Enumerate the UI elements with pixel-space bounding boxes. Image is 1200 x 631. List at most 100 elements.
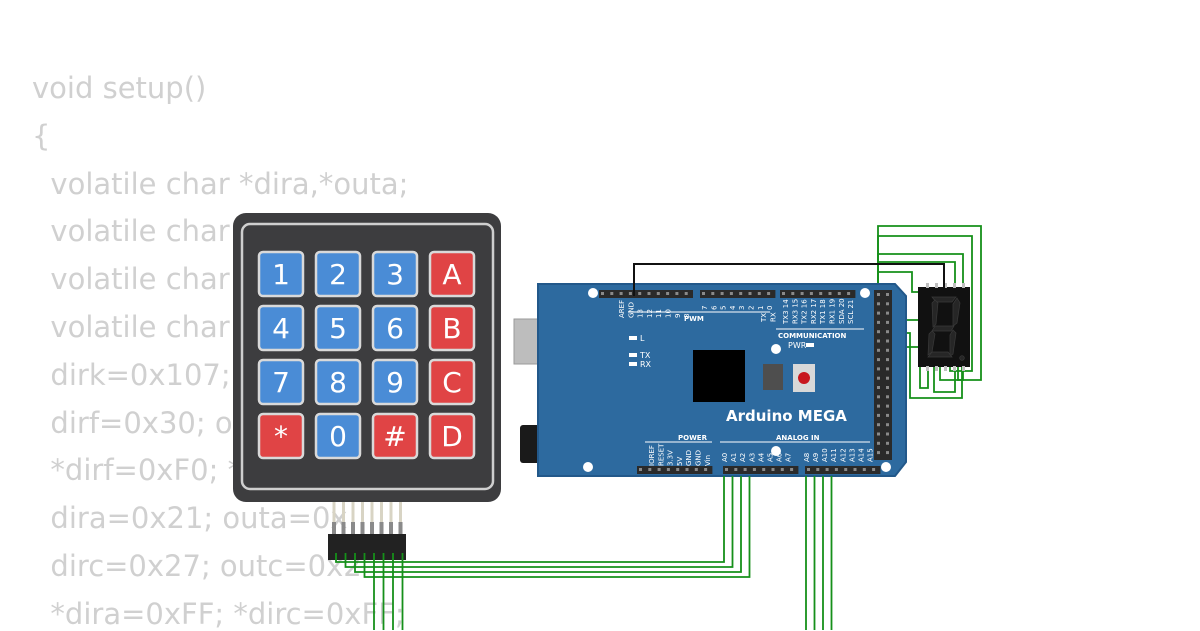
ribbon-strip (370, 502, 374, 524)
mount-hole (771, 446, 781, 456)
key-label: 7 (272, 366, 290, 399)
connector-pin (370, 522, 374, 535)
wire (363, 476, 751, 578)
display-pin (926, 283, 929, 288)
arduino-mega-board: L TX RX PWR Arduino MEGA PWM COMMUNICATI… (513, 283, 907, 477)
code-line: { (32, 118, 51, 153)
communication-label: COMMUNICATION (778, 332, 847, 340)
icsp-header (763, 364, 783, 390)
key-6[interactable]: 6 (371, 304, 419, 352)
key-a[interactable]: A (428, 250, 476, 298)
display-pin (953, 283, 956, 288)
pin-label: 10 (665, 309, 673, 318)
pin-label: 5V (676, 457, 684, 466)
header-power (637, 466, 713, 474)
pin-label: TX1 18 (819, 299, 827, 325)
key-hash[interactable]: # (371, 412, 419, 460)
key-4[interactable]: 4 (257, 304, 305, 352)
led-l (629, 336, 637, 340)
microcontroller-chip (693, 350, 745, 402)
display-pin (935, 283, 938, 288)
pin-label: A0 (721, 453, 729, 462)
header-top-left (599, 290, 693, 298)
pin-label: RX (769, 312, 777, 322)
power-led (806, 343, 814, 347)
reset-button[interactable] (798, 372, 810, 384)
code-line: volatile char (32, 262, 230, 297)
wire (344, 476, 734, 568)
display-pin (953, 366, 956, 371)
key-label: 1 (272, 258, 290, 291)
led-tx (629, 353, 637, 357)
code-line: dirk=0x107; (32, 357, 231, 392)
code-line: dira=0x21; outa=0x (32, 501, 348, 536)
pin-label: SCL 21 (847, 300, 855, 324)
header-analog-2 (805, 466, 881, 474)
pin-label: A12 (839, 448, 847, 462)
ribbon-strip (361, 502, 364, 524)
pin-label: SDA 20 (838, 298, 846, 324)
key-b[interactable]: B (428, 304, 476, 352)
led-label-l: L (640, 334, 645, 343)
pin-label: A9 (812, 453, 820, 462)
keypad-inner-border (240, 222, 495, 491)
pin-label: 0 (766, 306, 774, 310)
pin-label: 8 (683, 314, 691, 318)
pin-label: A14 (858, 448, 866, 462)
pin-label: RX2 17 (810, 299, 818, 324)
ribbon-strip (332, 502, 336, 524)
code-line: volatile char (32, 310, 230, 344)
key-d[interactable]: D (428, 412, 476, 460)
ribbon-strip (389, 502, 393, 524)
keypad-wires (335, 476, 833, 630)
keypad-connector (328, 534, 406, 560)
key-5[interactable]: 5 (314, 304, 362, 352)
key-label: D (441, 420, 463, 453)
ribbon-strip (399, 502, 402, 524)
pin-label: Vin (704, 455, 712, 466)
pin-label: RX3 15 (791, 299, 799, 324)
key-label: 3 (386, 258, 404, 291)
code-line: *dira=0xFF; *dirc=0xFF; (32, 596, 405, 631)
pin-label: AREF (618, 300, 626, 318)
analog-in-label: ANALOG IN (776, 434, 820, 442)
pin-label: A13 (848, 448, 856, 462)
key-0[interactable]: 0 (314, 412, 362, 460)
key-8[interactable]: 8 (314, 358, 362, 406)
connector-pin (398, 522, 403, 535)
key-label: 5 (329, 312, 347, 345)
mount-hole (881, 462, 891, 472)
pin-label: TX2 16 (801, 299, 809, 325)
key-1[interactable]: 1 (257, 250, 305, 298)
pin-label: A10 (821, 448, 829, 462)
led-label-rx: RX (640, 360, 652, 369)
key-label: # (383, 420, 406, 453)
pin-label: 9 (674, 314, 682, 318)
pin-label: 6 (710, 305, 718, 310)
pin-label: A8 (803, 453, 811, 462)
pin-label: 12 (646, 309, 654, 318)
board-name: Arduino MEGA (726, 407, 847, 425)
pwm-label: PWM (684, 315, 704, 323)
code-line: void setup() (32, 71, 207, 105)
key-2[interactable]: 2 (314, 250, 362, 298)
key-label: 4 (272, 312, 290, 345)
pin-label: A4 (757, 452, 765, 462)
ribbon-strip (351, 502, 355, 524)
led-rx (629, 362, 637, 366)
pin-label: A1 (730, 453, 738, 462)
key-9[interactable]: 9 (371, 358, 419, 406)
power-label: POWER (678, 434, 708, 442)
key-7[interactable]: 7 (257, 358, 305, 406)
pin-label: 3.3V (667, 450, 675, 466)
connector-pin (379, 522, 384, 535)
pin-label: A15 (867, 448, 875, 462)
key-star[interactable]: * (257, 412, 305, 460)
key-3[interactable]: 3 (371, 250, 419, 298)
pin-label: RX1 19 (829, 299, 837, 324)
display-pin (944, 366, 947, 371)
key-c[interactable]: C (428, 358, 476, 406)
